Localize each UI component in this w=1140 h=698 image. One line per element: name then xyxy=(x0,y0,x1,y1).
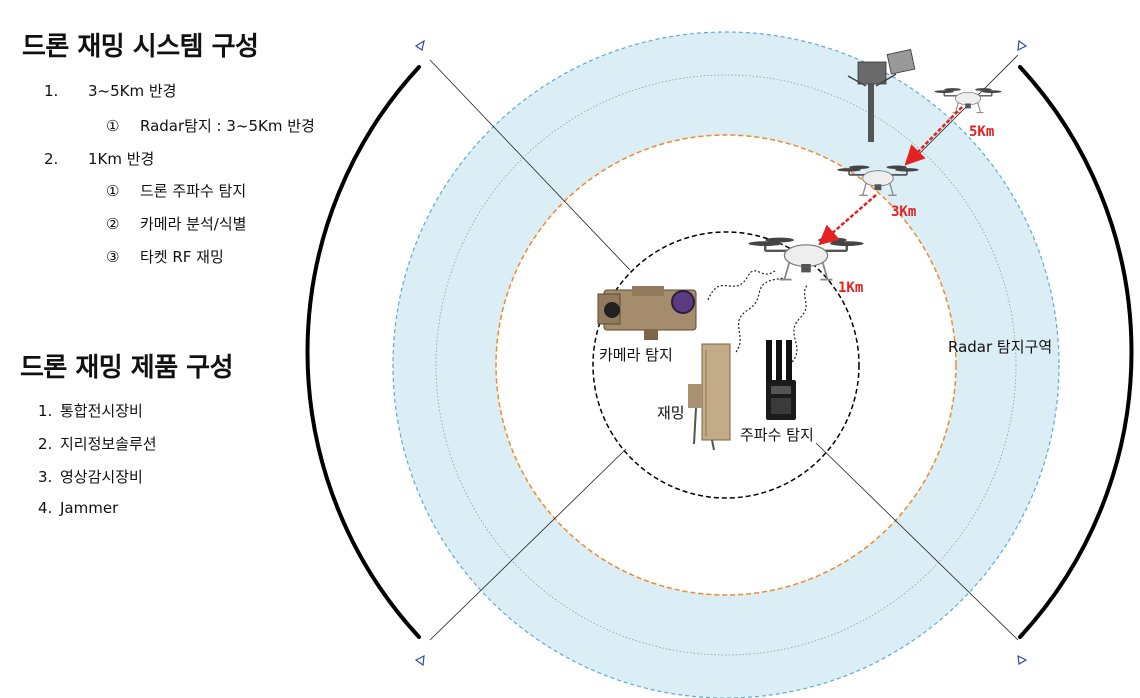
list-item: 3.영상감시장비 xyxy=(38,468,143,486)
camera-detection-label: 카메라 탐지 xyxy=(599,346,673,364)
right-boundary-arc xyxy=(1018,65,1134,639)
system-title: 드론 재밍 시스템 구성 xyxy=(22,32,259,62)
radar-inner-dotted-ring xyxy=(435,74,1017,656)
frequency-detector-icon xyxy=(766,340,796,420)
jamming-label: 재밍 xyxy=(657,404,685,422)
radar-zone-label: Radar 탐지구역 xyxy=(948,338,1052,356)
drone-icon xyxy=(933,87,1003,114)
list-item: 1.3~5Km 반경 xyxy=(44,82,177,100)
sector-lines xyxy=(429,54,1019,641)
list-item: 2.지리정보솔루션 xyxy=(38,435,157,453)
distance-label-1km: 1Km xyxy=(838,280,863,296)
triangle-marker-icon xyxy=(1017,39,1028,52)
camera-icon xyxy=(597,286,697,340)
triangle-marker-icon xyxy=(414,654,425,667)
triangle-marker-icon xyxy=(1017,654,1028,665)
left-boundary-arc xyxy=(305,65,421,639)
signal-waves xyxy=(707,269,809,363)
jammer-icon xyxy=(688,343,731,451)
product-title: 드론 재밍 제품 구성 xyxy=(20,353,234,383)
distance-label-5km: 5Km xyxy=(969,124,994,140)
frequency-detection-label: 주파수 탐지 xyxy=(740,426,814,444)
list-item: 2.1Km 반경 xyxy=(44,150,155,168)
triangle-marker-icon xyxy=(414,39,425,51)
approach-path-arrow xyxy=(904,106,963,166)
list-item: 1.통합전시장비 xyxy=(38,402,143,420)
list-item: 4.Jammer xyxy=(38,499,119,517)
distance-label-3km: 3Km xyxy=(891,204,916,220)
corner-markers xyxy=(414,39,1028,667)
radar-tower-icon xyxy=(847,49,916,142)
